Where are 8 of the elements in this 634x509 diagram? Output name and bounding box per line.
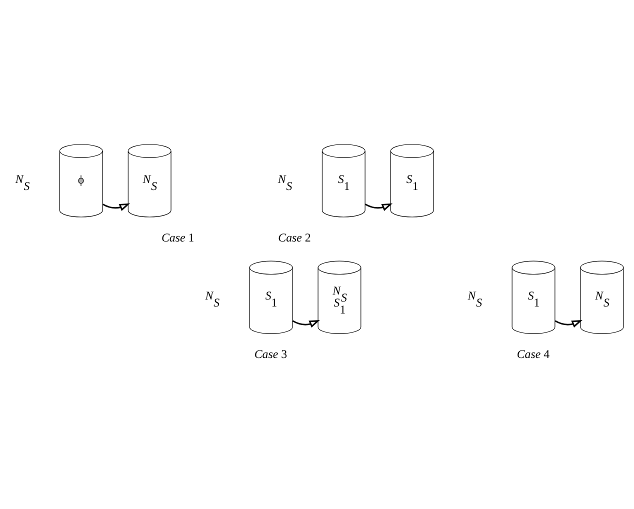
label: Case 3 xyxy=(254,347,288,362)
label: Case 2 xyxy=(278,230,311,244)
arrow xyxy=(554,320,582,328)
label: Case 1 xyxy=(161,230,194,244)
label: Case 4 xyxy=(516,347,550,362)
arrow xyxy=(364,203,393,211)
arrow xyxy=(102,203,130,211)
arrow xyxy=(292,320,320,328)
